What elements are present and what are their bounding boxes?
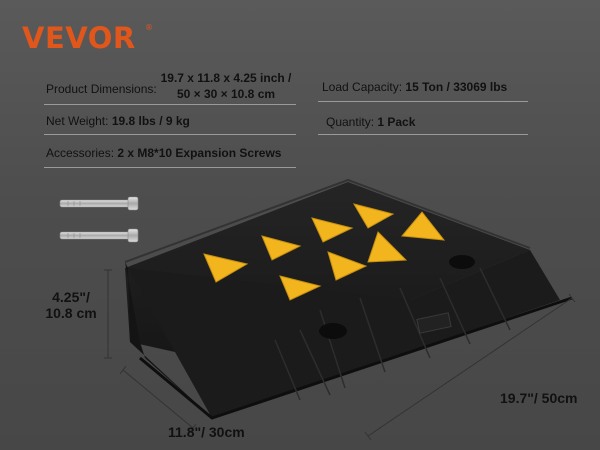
reflector <box>261 235 302 261</box>
speed-ramp <box>124 178 573 420</box>
divider <box>44 134 296 135</box>
height-label: 4.25"/ 10.8 cm <box>45 289 97 321</box>
mounting-hole <box>449 255 475 269</box>
width-dimension-line <box>122 369 194 429</box>
expansion-screw <box>59 228 139 243</box>
divider <box>318 134 528 135</box>
length-dimension-line <box>367 297 573 437</box>
reflector <box>279 275 322 301</box>
spec-net-weight: Net Weight: 19.8 lbs / 9 kg <box>46 114 190 128</box>
reflector <box>311 217 354 243</box>
reflector <box>401 211 446 241</box>
spec-accessories: Accessories: 2 x M8*10 Expansion Screws <box>46 146 282 160</box>
divider <box>44 167 296 168</box>
mounting-hole <box>319 323 347 339</box>
spec-quantity: Quantity: 1 Pack <box>326 115 416 129</box>
divider <box>318 101 528 102</box>
spec-product-dimensions-label: Product Dimensions: <box>46 82 157 96</box>
divider <box>44 104 296 105</box>
length-label: 19.7"/ 50cm <box>500 390 578 406</box>
expansion-screw <box>59 196 139 211</box>
spec-load-capacity: Load Capacity: 15 Ton / 33069 lbs <box>322 80 508 94</box>
reflector <box>327 251 368 281</box>
registered-mark: ® <box>145 23 153 32</box>
reflector <box>352 203 395 229</box>
brand-logo: VEVOR <box>22 21 136 55</box>
spec-product-dimensions-value: 19.7 x 11.8 x 4.25 inch / 50 × 30 × 10.8… <box>160 71 292 101</box>
width-label: 11.8"/ 30cm <box>168 424 245 440</box>
reflector <box>367 231 408 263</box>
reflector <box>203 253 249 283</box>
dimension-lines <box>104 269 576 441</box>
